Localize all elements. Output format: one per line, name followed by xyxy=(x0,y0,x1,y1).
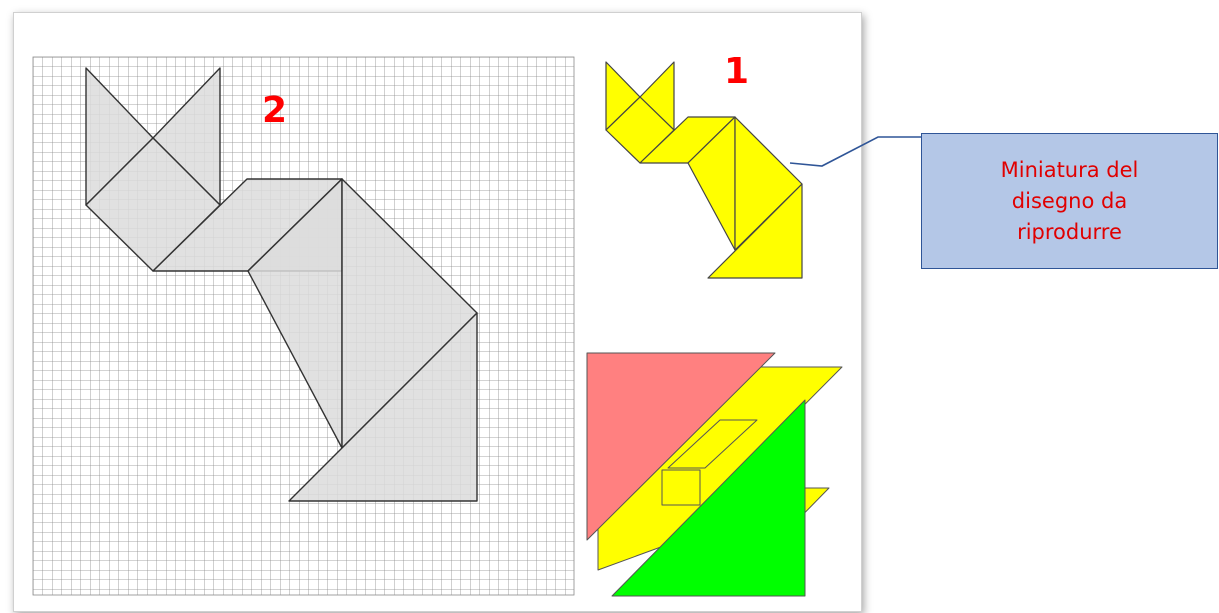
yellow-square xyxy=(661,469,701,506)
big-drawing-number: 2 xyxy=(262,90,288,131)
miniature-callout: Miniatura del disegno da riprodurre xyxy=(921,133,1218,269)
mini-tail-triangle xyxy=(707,183,803,279)
miniature-number: 1 xyxy=(724,51,750,92)
big-cat-drawing xyxy=(85,67,478,502)
yellow-inner-parallelogram xyxy=(667,419,758,469)
tangram-pieces xyxy=(586,352,843,597)
callout-text: Miniatura del disegno da riprodurre xyxy=(1000,157,1139,244)
big-tail-triangle xyxy=(288,312,478,502)
pink-triangle xyxy=(586,352,776,541)
green-triangle xyxy=(611,399,806,597)
callout-connector-line xyxy=(789,136,921,167)
miniature-cat xyxy=(605,61,803,279)
